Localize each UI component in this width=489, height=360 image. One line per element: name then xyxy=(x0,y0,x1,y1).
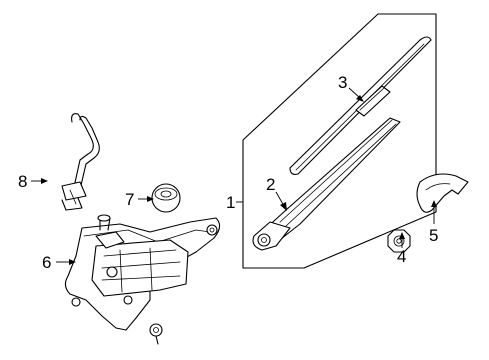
callout-3: 3 xyxy=(338,73,347,92)
callout-6: 6 xyxy=(42,253,51,272)
grommet xyxy=(151,183,181,213)
wiper-blade xyxy=(289,36,432,175)
washer-hose xyxy=(61,113,100,211)
callout-2: 2 xyxy=(266,175,275,194)
callout-8: 8 xyxy=(18,172,27,191)
callout-7: 7 xyxy=(125,190,134,209)
cap xyxy=(416,173,469,213)
assembly-outline-1 xyxy=(242,13,437,269)
wiper-motor xyxy=(64,214,221,345)
callout-1: 1 xyxy=(226,193,235,212)
leader-lines xyxy=(31,87,437,265)
callout-4: 4 xyxy=(397,247,406,266)
nut xyxy=(387,229,411,253)
wiper-arm xyxy=(252,117,401,251)
callout-5: 5 xyxy=(429,226,438,245)
